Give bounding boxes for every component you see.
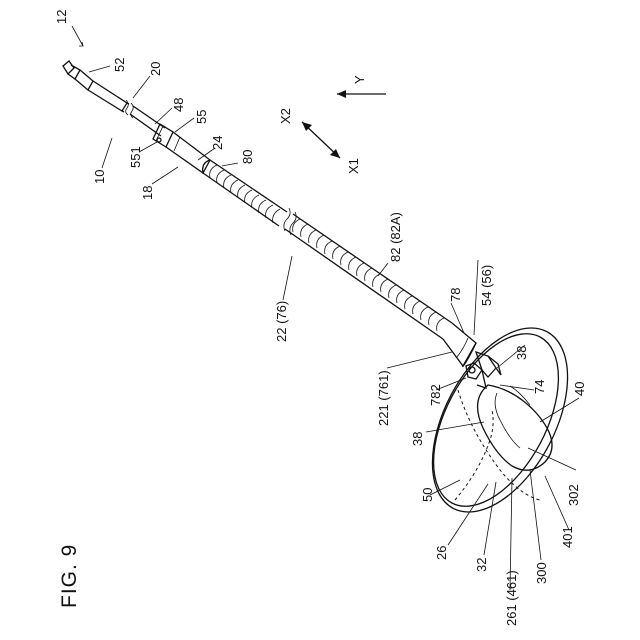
label-80: 80: [240, 150, 255, 164]
x2-axis-label: X2: [278, 108, 293, 124]
label-10: 10: [92, 170, 107, 184]
label-55: 55: [194, 110, 209, 124]
label-221-761: 221 (761): [376, 370, 391, 426]
figure-title: FIG. 9: [58, 544, 81, 608]
label-12: 12: [54, 10, 69, 24]
coil-break: [284, 208, 296, 235]
distal-tube-end: [443, 323, 476, 367]
label-82-82a: 82 (82A): [388, 212, 403, 262]
coil-tube-lower: [285, 214, 452, 339]
label-22-76: 22 (76): [274, 301, 289, 342]
label-50: 50: [420, 488, 435, 502]
label-300: 300: [534, 562, 549, 584]
label-38-upper: 38: [514, 346, 529, 360]
label-261-461: 261 (461): [504, 570, 519, 626]
label-74: 74: [532, 380, 547, 394]
y-axis-arrow: Y: [337, 75, 386, 98]
catheter-tip: [466, 352, 501, 388]
x-axis-arrow: X2 X1: [278, 108, 361, 174]
collar-55: [153, 124, 173, 147]
label-18: 18: [140, 186, 155, 200]
label-20: 20: [148, 62, 163, 76]
label-40: 40: [572, 382, 587, 396]
label-24: 24: [210, 136, 225, 150]
label-302: 302: [566, 484, 581, 506]
inner-rod: [122, 100, 165, 136]
y-axis-label: Y: [352, 75, 367, 84]
label-54-56: 54 (56): [479, 265, 494, 306]
coil-tube-upper: [203, 160, 287, 226]
tissue-lobe: [478, 385, 552, 470]
label-38-lower: 38: [410, 432, 425, 446]
label-782: 782: [428, 384, 443, 406]
device-drawing: [63, 61, 596, 534]
label-401: 401: [560, 526, 575, 548]
x1-axis-label: X1: [346, 158, 361, 174]
reference-labels: 12 52 20 48 55 24 551 10 80 18 82 (82A) …: [54, 10, 587, 626]
label-52: 52: [112, 58, 127, 72]
label-78: 78: [448, 288, 463, 302]
coordinate-axes: Y X2 X1: [278, 75, 386, 174]
label-551: 551: [128, 146, 143, 168]
label-48: 48: [171, 98, 186, 112]
dashed-path-50: [455, 390, 540, 500]
label-32: 32: [474, 558, 489, 572]
leader-lines: [72, 26, 579, 590]
label-26: 26: [434, 546, 449, 560]
